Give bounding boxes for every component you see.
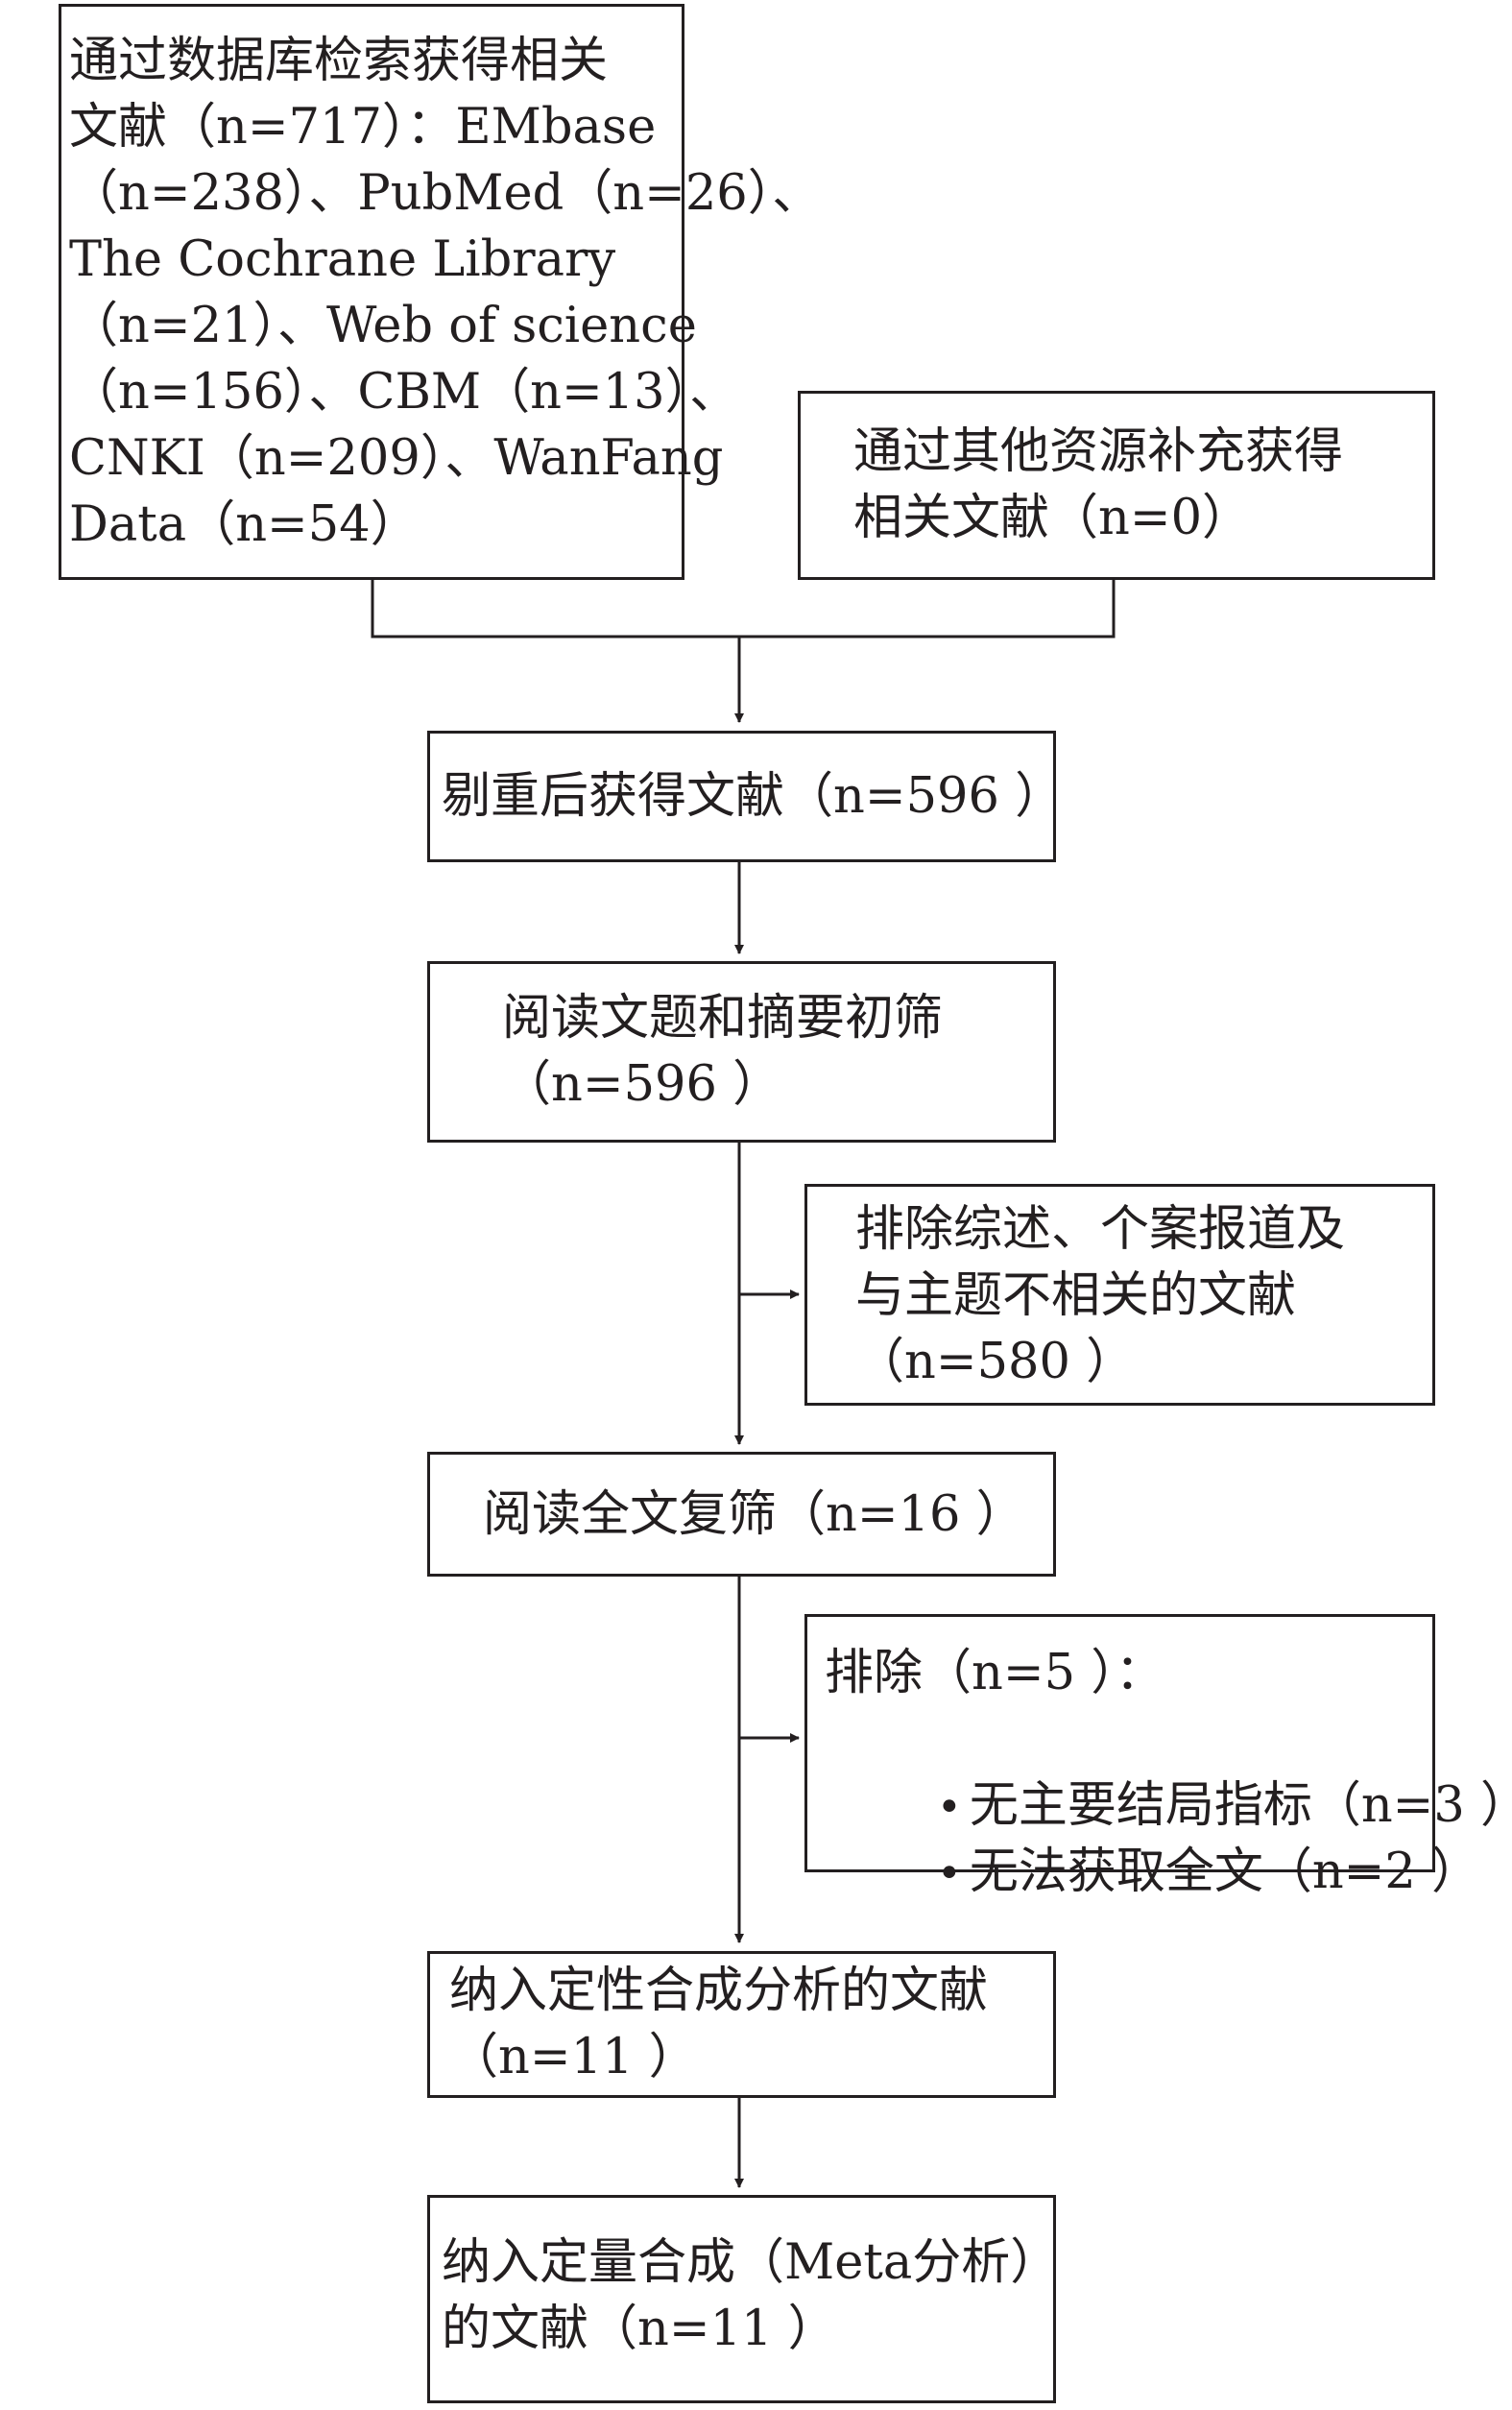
- exclusion-2-item-text: 无法获取全文（n=2 ）: [969, 1844, 1481, 1900]
- exclusion-box-2: 排除（n=5 ）： •无主要结局指标（n=3 ） •无法获取全文（n=2 ）: [804, 1614, 1512, 1900]
- other-sources-box: 通过其他资源补充获得 相关文献（n=0）: [798, 391, 1435, 580]
- quantitative-line: 的文献（n=11 ）: [442, 2301, 837, 2357]
- title-abstract-screening-box: 阅读文题和摘要初筛 （n=596 ）: [427, 961, 1056, 1143]
- other-sources-line: 相关文献（n=0）: [853, 490, 1252, 546]
- exclusion-2-item-text: 无主要结局指标（n=3 ）: [969, 1777, 1512, 1834]
- database-search-line: （n=156）、CBM（n=13）、: [69, 364, 739, 421]
- database-search-line: （n=238）、PubMed（n=26）、: [69, 165, 822, 222]
- fulltext-screening-box: 阅读全文复筛（n=16 ）: [427, 1452, 1056, 1577]
- title-abstract-line: 阅读文题和摘要初筛: [502, 990, 944, 1047]
- other-sources-line: 通过其他资源补充获得: [853, 423, 1344, 480]
- exclusion-2-title: 排除（n=5 ）：: [825, 1645, 1164, 1701]
- qualitative-synthesis-box: 纳入定性合成分析的文献 （n=11 ）: [427, 1951, 1056, 2098]
- exclusion-2-item: •无法获取全文（n=2 ）: [875, 1772, 1480, 1973]
- database-search-line: 通过数据库检索获得相关: [69, 33, 609, 89]
- exclusion-1-line: 与主题不相关的文献: [855, 1267, 1297, 1324]
- database-search-line: CNKI（n=209）、WanFang: [69, 430, 724, 487]
- quantitative-line: 纳入定量合成（Meta分析）: [442, 2234, 1060, 2291]
- title-abstract-line: （n=596 ）: [502, 1056, 782, 1113]
- bullet-icon: •: [936, 1783, 962, 1832]
- fulltext-line: 阅读全文复筛（n=16 ）: [483, 1486, 1025, 1543]
- database-search-line: Data（n=54）: [69, 496, 420, 553]
- database-search-box: 通过数据库检索获得相关 文献（n=717）：EMbase （n=238）、Pub…: [59, 4, 821, 580]
- merge-connector: [371, 579, 1116, 639]
- dedup-line: 剔重后获得文献（n=596 ）: [442, 768, 1065, 825]
- exclusion-1-line: （n=580 ）: [855, 1334, 1136, 1390]
- database-search-line: 文献（n=717）：EMbase: [69, 99, 657, 156]
- quantitative-synthesis-box: 纳入定量合成（Meta分析） 的文献（n=11 ）: [427, 2195, 1060, 2403]
- database-search-line: （n=21）、Web of science: [69, 298, 697, 354]
- bullet-icon: •: [936, 1849, 962, 1898]
- database-search-line: The Cochrane Library: [69, 231, 616, 288]
- exclusion-2-item: •无主要结局指标（n=3 ）: [875, 1706, 1512, 1907]
- qualitative-line: 纳入定性合成分析的文献: [449, 1963, 989, 2019]
- exclusion-box-1: 排除综述、个案报道及 与主题不相关的文献 （n=580 ）: [804, 1184, 1435, 1406]
- qualitative-line: （n=11 ）: [449, 2029, 698, 2085]
- dedup-box: 剔重后获得文献（n=596 ）: [427, 731, 1064, 862]
- exclusion-1-line: 排除综述、个案报道及: [855, 1201, 1346, 1258]
